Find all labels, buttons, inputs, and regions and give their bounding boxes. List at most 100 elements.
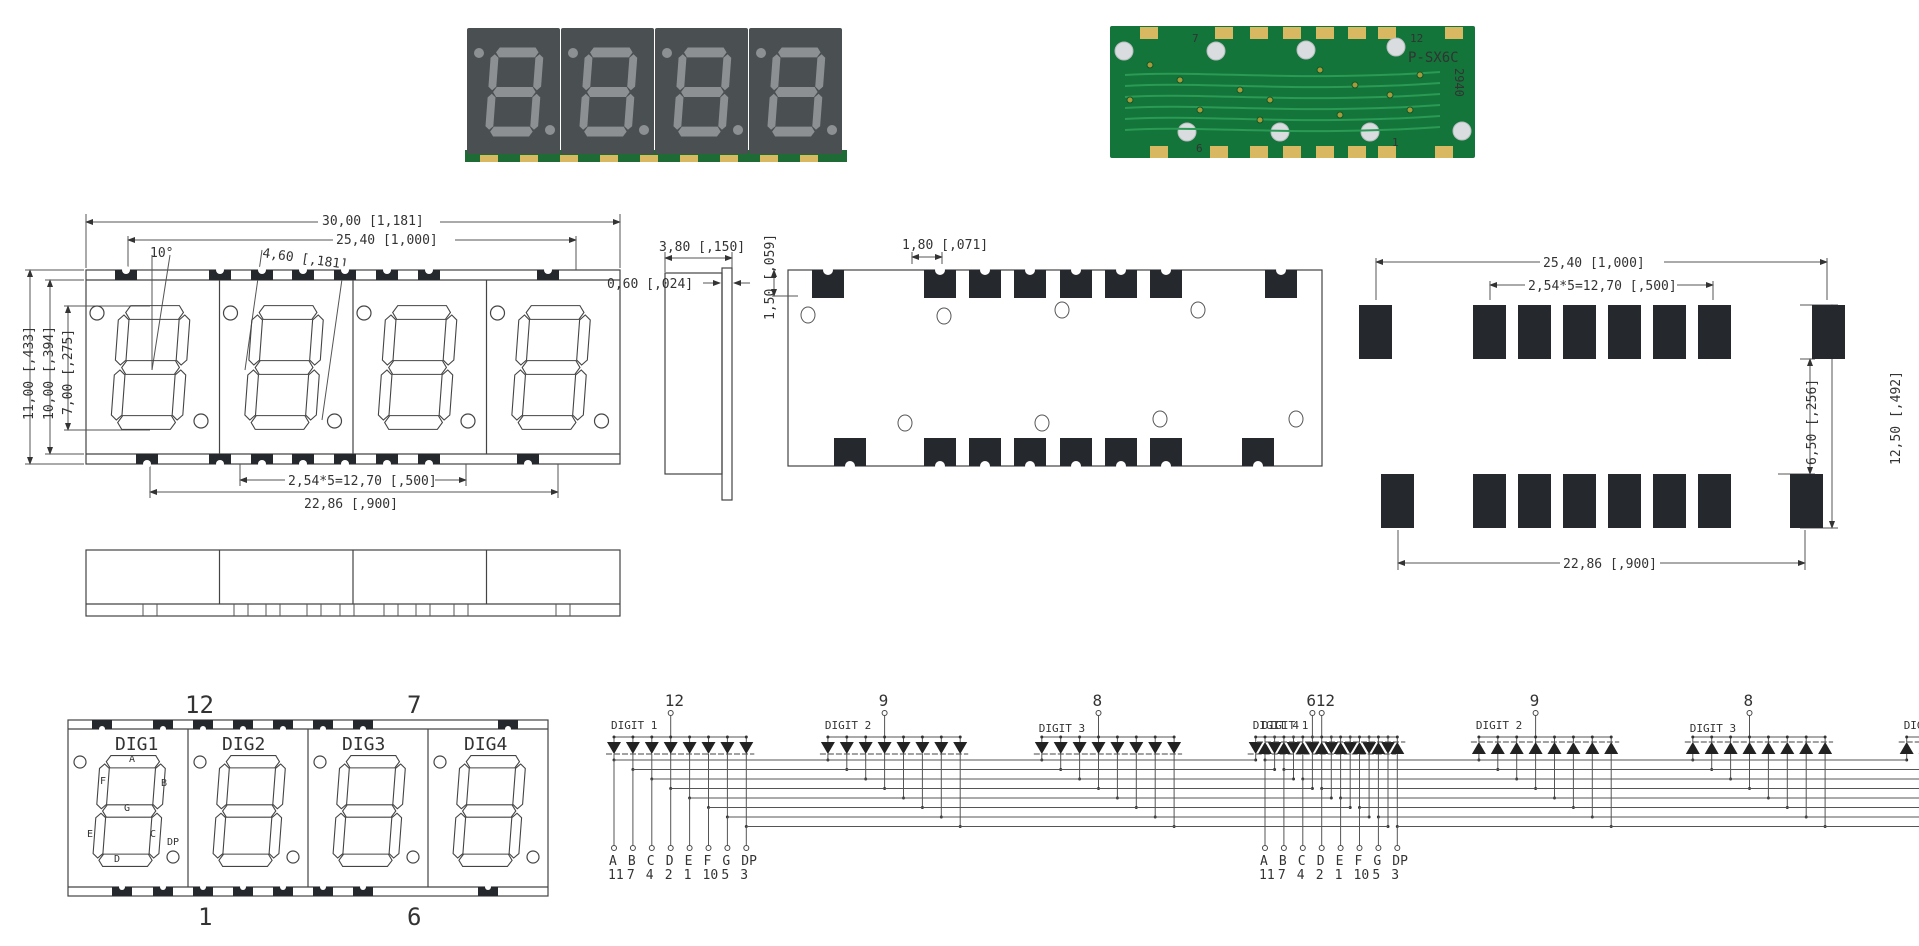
- schematic-diode-icon: [1129, 742, 1144, 754]
- schematic-segment-terminal: [1337, 845, 1344, 851]
- pcb-gold-pad: [1250, 146, 1268, 158]
- pad-notch: [143, 460, 151, 468]
- schematic-segment-name: DP: [1392, 854, 1408, 869]
- schematic-junction: [1766, 735, 1770, 739]
- pinout-drawing: 12 7 1 6 DIG1 DIG2 DIG3 DIG4 A B C D E F…: [67, 691, 549, 931]
- photo-digit-3-segment-a: [684, 47, 727, 58]
- photo-decimal-point: [639, 125, 649, 135]
- segment-label-d: D: [114, 854, 120, 865]
- front-digit-2-segment-g: [254, 360, 314, 375]
- schematic-junction: [1609, 735, 1613, 739]
- pcb-pin-6: 6: [1196, 142, 1203, 155]
- photo-digit-4-segment-e: [767, 93, 778, 130]
- front-digit-3-segment-d: [384, 415, 444, 430]
- pad-top: [376, 270, 398, 280]
- photo-gold-pad: [800, 155, 818, 162]
- footprint-pad-bottom: [1608, 474, 1641, 528]
- mounting-hole: [1054, 301, 1070, 319]
- schematic-diode-icon: [720, 742, 735, 754]
- schematic-segment-pin: 4: [646, 868, 654, 883]
- front-digit-1-segment-c: [171, 369, 187, 421]
- schematic-junction: [1376, 735, 1380, 739]
- pinout-digit-2-segment-d: [218, 853, 273, 867]
- schematic-diode-icon: [1390, 742, 1405, 754]
- schematic-segment-pin: 1: [1335, 868, 1343, 883]
- photo-digit-2-segment-e: [579, 93, 590, 130]
- schematic-segment-pin: 4: [1297, 868, 1305, 883]
- pinout-decimal-point: [286, 850, 300, 864]
- schematic-segment-name: C: [647, 854, 655, 869]
- pinout-digit-1-segment-g: [101, 804, 157, 818]
- pcb-pin-12: 12: [1410, 32, 1423, 45]
- schematic-junction: [612, 735, 616, 739]
- schematic-segment-terminal: [1375, 845, 1382, 851]
- pad-bottom: [209, 454, 231, 464]
- pcb-via-small: [1406, 106, 1414, 114]
- pinout-pad-notch: [320, 884, 326, 890]
- front-digit-3-segment-f: [381, 314, 397, 366]
- photo-digit-3-segment-c: [718, 93, 729, 130]
- pin-label-7: 7: [407, 691, 421, 719]
- pad-top: [251, 270, 273, 280]
- pcb-gold-pad: [1348, 27, 1366, 39]
- pcb-via-large: [1386, 37, 1406, 57]
- schematic-diode-icon: [877, 742, 892, 754]
- pcb-gold-pad: [1435, 146, 1453, 158]
- pinout-digit-1-segment-b: [152, 763, 166, 810]
- schematic-junction: [1496, 735, 1500, 739]
- pinout-indicator-dot: [433, 755, 447, 769]
- schematic-diode-icon: [896, 742, 911, 754]
- footprint-pad-bottom: [1790, 474, 1823, 528]
- schematic-junction: [883, 735, 887, 739]
- schematic-diode-icon: [1295, 742, 1310, 754]
- pad-top: [418, 270, 440, 280]
- photo-decimal-point: [545, 125, 555, 135]
- schematic-digit-label: DIGIT 3: [1039, 722, 1085, 735]
- schematic-segment-name: G: [722, 854, 730, 869]
- photo-digit-3-segment-f: [676, 54, 687, 91]
- dim-total-width: 30,00 [1,181]: [322, 214, 424, 229]
- segment-label-dp: DP: [167, 837, 179, 848]
- pcb-via-small: [1196, 106, 1204, 114]
- pad-notch: [216, 460, 224, 468]
- schematic-segment-pin: 1: [684, 868, 692, 883]
- pinout-pad-notch: [119, 884, 125, 890]
- photo-gold-pad: [560, 155, 578, 162]
- pinout-indicator-dot: [73, 755, 87, 769]
- pinout-indicator-dot: [313, 755, 327, 769]
- schematic-digit-label: DIGIT 4: [1253, 719, 1300, 732]
- pinout-pad-notch: [505, 726, 511, 732]
- schematic-segment-pin: 5: [1372, 868, 1380, 883]
- schematic-diode-icon: [1258, 742, 1272, 754]
- footprint-pad-bottom: [1381, 474, 1414, 528]
- footprint-pad-top: [1473, 305, 1506, 359]
- pinout-digit-4-segment-g: [461, 804, 517, 818]
- pinout-pad-bottom: [193, 887, 213, 896]
- schematic-diode-icon: [1034, 742, 1049, 754]
- pcb-via-small: [1416, 71, 1424, 79]
- back-pad-notch: [1025, 265, 1035, 275]
- pinout-pad-top: [233, 720, 253, 729]
- pinout-digit-3-segment-e: [332, 812, 347, 859]
- schematic-junction: [1691, 735, 1695, 739]
- schematic-segment-name: B: [628, 854, 636, 869]
- pinout-decimal-point: [166, 850, 180, 864]
- schematic-junction: [1153, 735, 1157, 739]
- pad-notch: [425, 460, 433, 468]
- pcb-via-large: [1114, 41, 1134, 61]
- pinout-digit-2-segment-e: [212, 812, 227, 859]
- schematic-segment-pin: 7: [1278, 868, 1286, 883]
- schematic-segment-name: B: [1279, 854, 1287, 869]
- dim-footprint-bottom-span: 22,86 [,900]: [1563, 557, 1657, 572]
- photo-indicator-dot: [568, 48, 578, 58]
- schematic-diode-icon: [1333, 742, 1348, 754]
- dim-height-total: 11,00 [,433]: [22, 326, 37, 420]
- schematic-junction: [1553, 735, 1556, 739]
- schematic-segment-pin: 5: [721, 868, 729, 883]
- back-view-drawing: 1,80 [,071] 1,50 [,059]: [763, 234, 1323, 471]
- pinout-pad-notch: [485, 884, 491, 890]
- decimal-point-outline: [460, 413, 476, 429]
- back-pad-notch: [1025, 461, 1035, 471]
- footprint-pad-top: [1563, 305, 1596, 359]
